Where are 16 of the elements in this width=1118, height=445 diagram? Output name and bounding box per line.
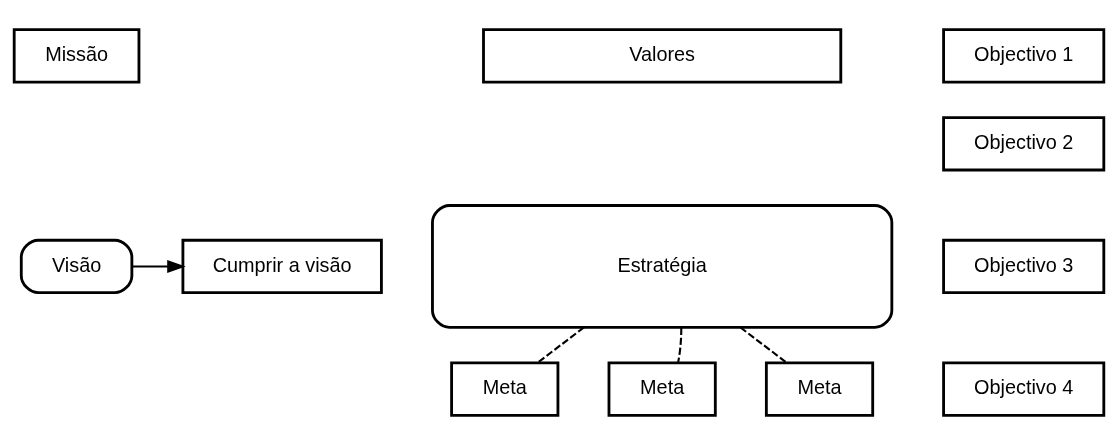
connector — [739, 326, 788, 364]
connector — [676, 327, 683, 364]
node-box: Meta — [607, 361, 717, 417]
arrow — [132, 260, 186, 273]
node-box: Valores — [482, 28, 843, 84]
node-box: Visão — [19, 238, 134, 295]
node-box: Meta — [450, 361, 560, 417]
node-box: Cumprir a visão — [181, 238, 383, 295]
node-box: Estratégia — [431, 204, 894, 329]
connector — [536, 326, 585, 364]
node-box: Objectivo 2 — [942, 116, 1106, 172]
node-box: Objectivo 1 — [942, 28, 1106, 84]
node-box: Meta — [764, 361, 875, 417]
node-box: Objectivo 4 — [942, 361, 1106, 417]
node-box: Objectivo 3 — [942, 238, 1106, 295]
node-box: Missão — [12, 28, 141, 84]
